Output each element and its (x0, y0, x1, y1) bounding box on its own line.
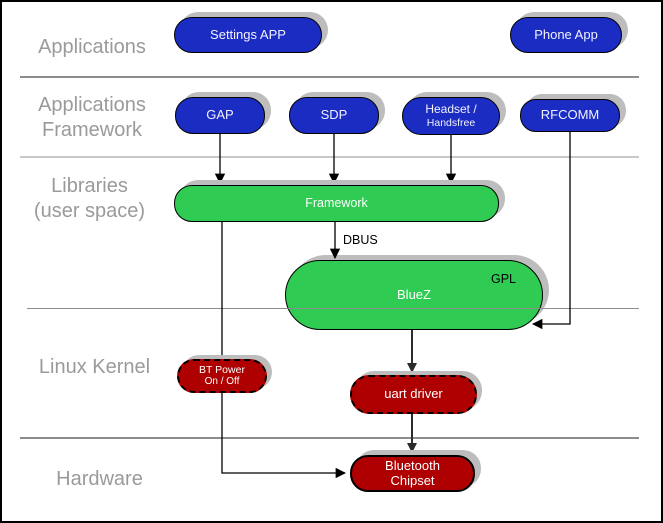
separator-app-framework (20, 156, 639, 158)
edge-framework-to-chipset (221, 222, 347, 479)
node-bluez-label: BlueZ (397, 286, 431, 302)
node-gap: GAP (175, 97, 265, 134)
node-label-line: On / Off (204, 376, 240, 388)
node-label: Framework (305, 196, 368, 211)
node-rfcomm: RFCOMM (520, 99, 620, 132)
node-bt-power: BT Power On / Off (177, 359, 267, 393)
layer-label-applications-framework: Applications Framework (17, 93, 167, 143)
node-framework: Framework (174, 185, 499, 222)
node-uart-driver: uart driver (350, 375, 477, 414)
separator-kernel-hardware (20, 437, 639, 439)
layer-label-line: Framework (41, 119, 142, 141)
node-label-line: Chipset (390, 472, 435, 488)
node-label: Phone App (534, 26, 598, 42)
node-label-line: Handsfree (426, 116, 476, 129)
layer-label-applications: Applications (38, 36, 146, 58)
separator-libraries (27, 308, 639, 309)
node-label: uart driver (384, 386, 443, 402)
layer-label-hardware: Hardware (56, 468, 143, 490)
node-phone-app: Phone App (510, 17, 622, 53)
node-bluetooth-chipset: Bluetooth Chipset (350, 455, 475, 492)
layer-label-libraries: Libraries (user space) (12, 174, 167, 224)
node-settings-app: Settings APP (174, 17, 322, 53)
node-bluez: BlueZ GPL (285, 260, 543, 330)
layer-label-line: Applications (38, 94, 146, 116)
node-headset-handsfree: Headset / Handsfree (402, 97, 500, 135)
node-label: Settings APP (210, 26, 286, 42)
node-label: RFCOMM (540, 107, 600, 123)
dbus-edge-label: DBUS (343, 233, 378, 247)
layer-label-line: (user space) (33, 200, 146, 222)
node-label-line: Headset / (425, 102, 477, 117)
edge-rfcomm-to-bluez (531, 132, 571, 330)
node-label-line: BT Power (199, 364, 245, 377)
gpl-license-badge: GPL (490, 272, 516, 286)
separator-applications (20, 76, 639, 78)
layer-label-linux-kernel: Linux Kernel (38, 356, 151, 378)
node-sdp: SDP (289, 97, 379, 134)
node-label-line: Bluetooth (385, 457, 440, 473)
node-label: GAP (206, 107, 234, 123)
layer-label-line: Libraries (51, 175, 128, 197)
node-label: SDP (320, 107, 348, 123)
